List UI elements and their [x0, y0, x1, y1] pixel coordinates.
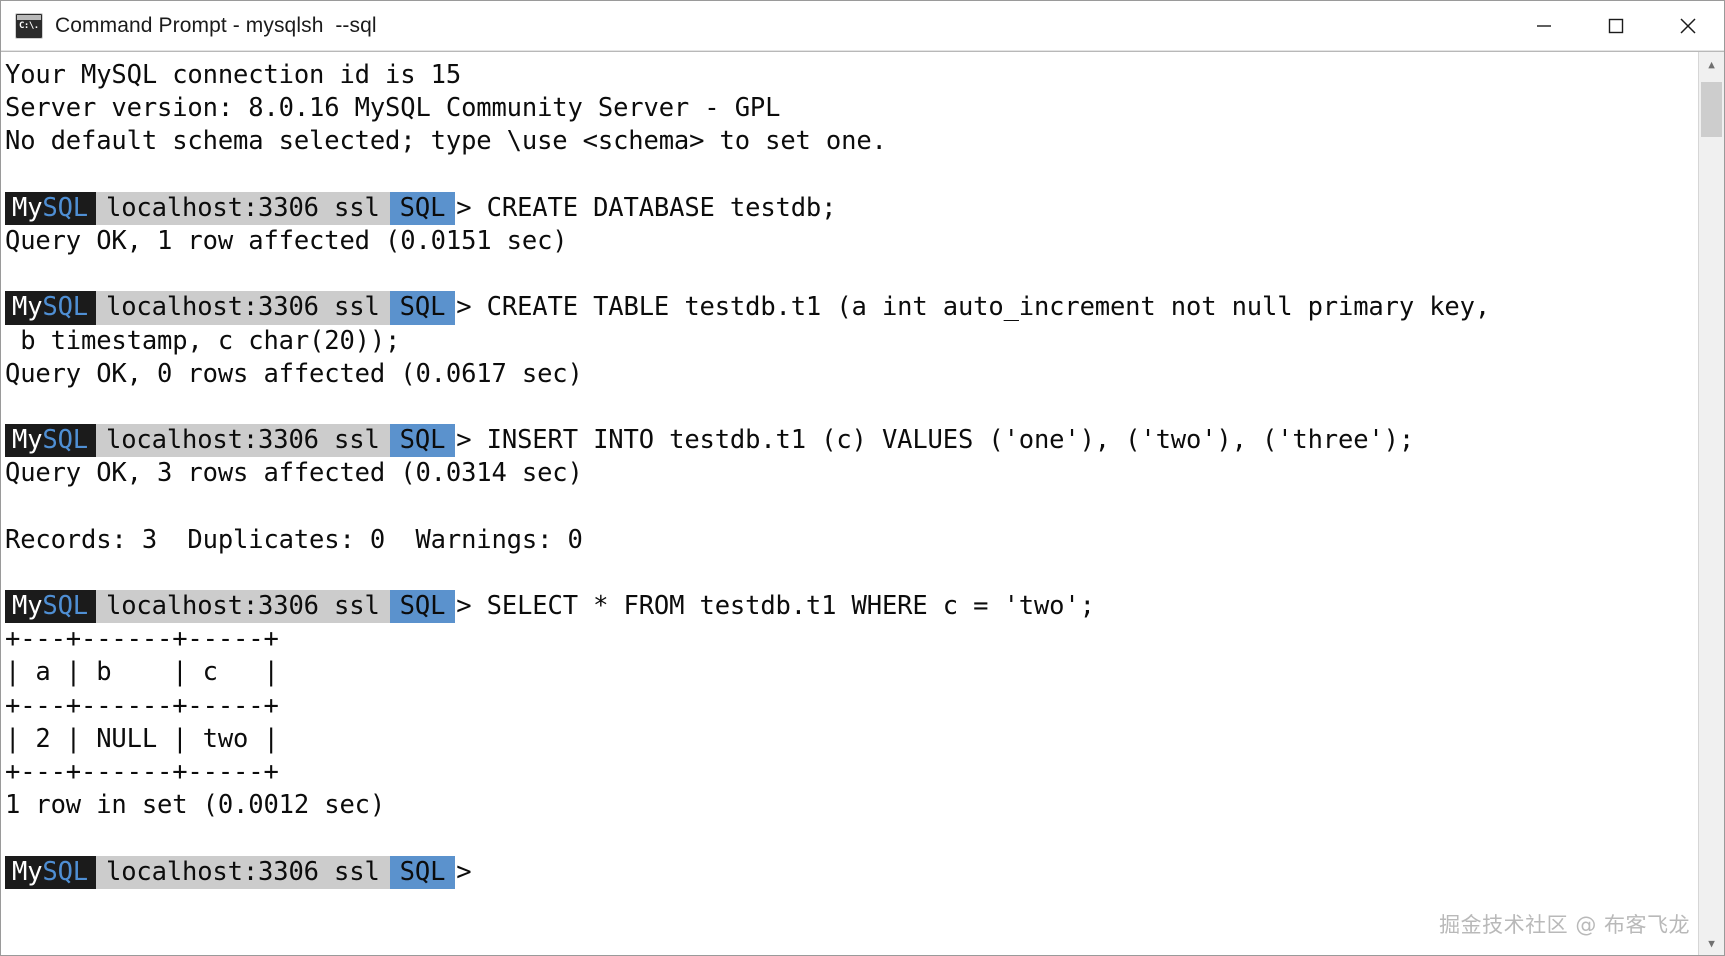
console-output-line: b timestamp, c char(20)); — [5, 325, 401, 356]
scroll-down-arrow[interactable]: ▼ — [1699, 931, 1724, 955]
prompt-brand-sql: SQL — [42, 292, 89, 323]
maximize-button[interactable] — [1580, 1, 1652, 51]
scrollbar-track[interactable] — [1699, 76, 1724, 931]
console-output-line: Records: 3 Duplicates: 0 Warnings: 0 — [5, 524, 583, 555]
console-output-line: Query OK, 0 rows affected (0.0617 sec) — [5, 358, 583, 389]
scroll-up-arrow[interactable]: ▲ — [1699, 52, 1724, 76]
console-output-line: +---+------+-----+ — [5, 690, 279, 721]
console-output-line: Query OK, 1 row affected (0.0151 sec) — [5, 225, 568, 256]
window-title: Command Prompt - mysqlsh --sql — [55, 13, 377, 37]
console-output-line: +---+------+-----+ — [5, 624, 279, 655]
prompt-command-text: > CREATE DATABASE testdb; — [456, 192, 837, 223]
minimize-button[interactable] — [1508, 1, 1580, 51]
vertical-scrollbar[interactable]: ▲ ▼ — [1698, 52, 1724, 955]
console-output-line: 1 row in set (0.0012 sec) — [5, 790, 386, 821]
cmd-icon-label: C:\. — [19, 20, 39, 31]
prompt-mode-segment: SQL — [389, 291, 456, 325]
prompt-brand-sql: SQL — [42, 856, 89, 887]
scrollbar-thumb[interactable] — [1701, 82, 1722, 137]
prompt-mode-segment: SQL — [389, 424, 456, 458]
prompt-host-segment: localhost:3306 ssl — [96, 855, 390, 889]
cmd-icon-titlestrip — [17, 14, 41, 20]
prompt-mode-segment: SQL — [389, 191, 456, 225]
caption-button-group — [1508, 1, 1724, 51]
prompt-command-text: > INSERT INTO testdb.t1 (c) VALUES ('one… — [456, 425, 1415, 456]
console-output-line: Query OK, 3 rows affected (0.0314 sec) — [5, 458, 583, 489]
title-bar[interactable]: C:\. Command Prompt - mysqlsh --sql — [1, 1, 1724, 51]
close-button[interactable] — [1652, 1, 1724, 51]
prompt-brand-segment: MySQL — [5, 191, 97, 225]
prompt-brand-my: My — [12, 292, 43, 323]
console-output-line: | 2 | NULL | two | — [5, 723, 279, 754]
prompt-mode-segment: SQL — [389, 855, 456, 889]
console-blank-line — [5, 159, 1698, 192]
console-output-line: Your MySQL connection id is 15 — [5, 60, 462, 90]
prompt-brand-sql: SQL — [42, 591, 89, 621]
prompt-command-text: > CREATE TABLE testdb.t1 (a int auto_inc… — [456, 292, 1491, 323]
prompt-command-text: > — [456, 856, 487, 887]
prompt-host-segment: localhost:3306 ssl — [96, 291, 390, 325]
console-blank-line — [5, 258, 1698, 291]
prompt-brand-sql: SQL — [42, 425, 89, 456]
prompt-brand-my: My — [12, 591, 43, 621]
prompt-brand-my: My — [12, 856, 43, 887]
console-output-line: Server version: 8.0.16 MySQL Community S… — [5, 93, 781, 124]
console-blank-line — [5, 490, 1698, 523]
console-output-line: | a | b | c | — [5, 657, 279, 688]
prompt-host-segment: localhost:3306 ssl — [96, 590, 390, 624]
prompt-mode-segment: SQL — [389, 590, 456, 624]
prompt-brand-sql: SQL — [42, 192, 89, 223]
prompt-brand-my: My — [12, 192, 43, 223]
console-blank-line — [5, 391, 1698, 424]
console-output-line: No default schema selected; type \use <s… — [5, 126, 887, 157]
prompt-brand-segment: MySQL — [5, 424, 97, 458]
console-blank-line — [5, 822, 1698, 855]
prompt-brand-segment: MySQL — [5, 855, 97, 889]
prompt-command-text: > SELECT * FROM testdb.t1 WHERE c = 'two… — [456, 591, 1095, 621]
prompt-host-segment: localhost:3306 ssl — [96, 424, 390, 458]
cmd-icon: C:\. — [15, 12, 43, 39]
prompt-brand-segment: MySQL — [5, 291, 97, 325]
console-output-line: +---+------+-----+ — [5, 756, 279, 787]
prompt-brand-my: My — [12, 425, 43, 456]
prompt-brand-segment: MySQL — [5, 590, 97, 624]
console-blank-line — [5, 557, 1698, 590]
prompt-host-segment: localhost:3306 ssl — [96, 191, 390, 225]
